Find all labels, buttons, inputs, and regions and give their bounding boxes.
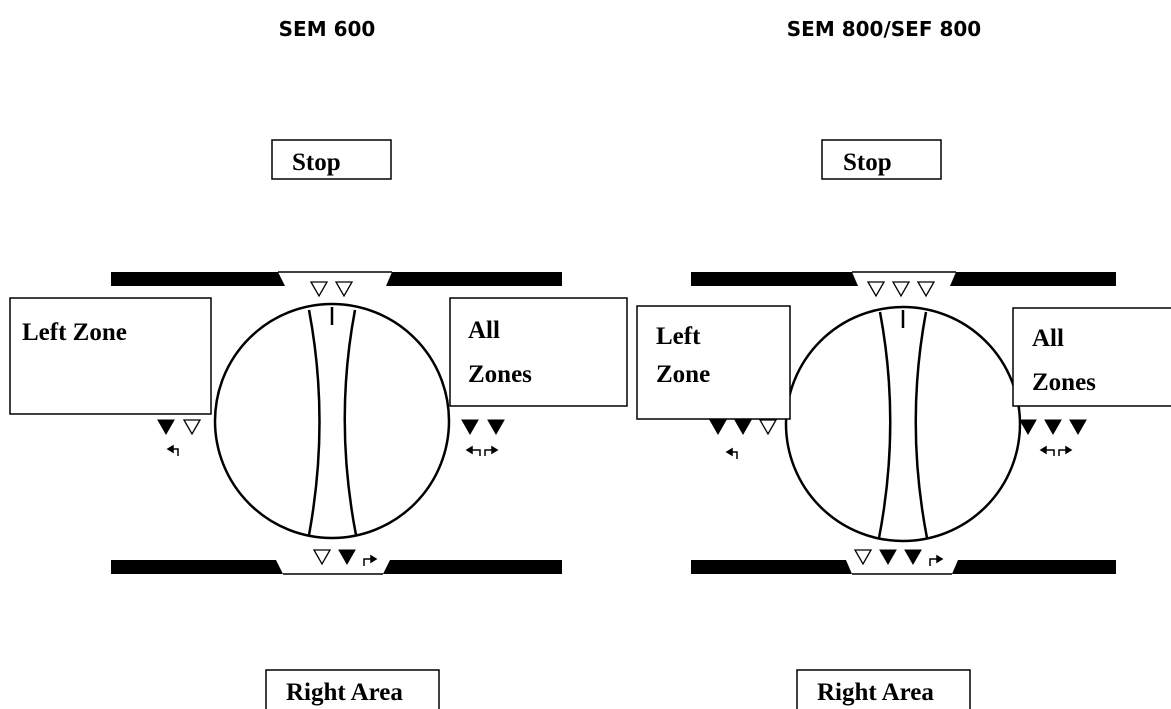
split-arrows-icon	[465, 445, 499, 456]
top-label: Stop	[843, 149, 892, 176]
right-indicator-3	[1069, 419, 1087, 436]
dial-knob-right-edge	[343, 309, 358, 536]
right-indicator-2	[487, 419, 505, 436]
dial-circle	[784, 305, 1022, 543]
bottom-label: Right Area	[817, 679, 934, 706]
dial-circle	[213, 302, 451, 540]
left-indicator-2	[182, 419, 202, 436]
right-indicator-1	[1019, 419, 1037, 436]
dial-knob-right-edge	[914, 311, 929, 539]
dial-knob-left-edge	[877, 311, 892, 539]
dial-knob-left-edge	[307, 309, 321, 536]
top-indicator-3	[916, 281, 936, 298]
top-bar-right	[950, 272, 1116, 286]
left-label: Left Zone	[22, 319, 127, 346]
right-label: All Zones	[1032, 325, 1096, 396]
right-label-box	[1012, 307, 1171, 407]
top-label-box	[271, 139, 392, 180]
left-label-box	[636, 305, 791, 420]
left-indicator-2	[734, 419, 752, 436]
right-indicator-2	[1044, 419, 1062, 436]
panel-sem-800: SEM 800/SEF 800 Stop Left Zone	[636, 17, 1171, 709]
turn-left-arrow-icon	[166, 444, 179, 456]
top-bar-right	[386, 272, 562, 286]
top-indicator-1	[866, 281, 886, 298]
bottom-bar-left	[691, 560, 852, 574]
turn-right-arrow-icon	[363, 554, 378, 566]
selector-dial	[784, 305, 1022, 543]
top-label-box	[821, 139, 942, 180]
bottom-indicator-1	[312, 549, 332, 566]
left-label: Left Zone	[656, 323, 710, 388]
top-indicator-2	[334, 281, 354, 298]
turn-left-arrow-icon	[725, 447, 738, 459]
top-indicator-1	[309, 281, 329, 298]
right-indicator-1	[461, 419, 479, 436]
bottom-indicator-2	[879, 549, 897, 566]
left-indicator-1	[157, 419, 175, 436]
bottom-bar-right	[952, 560, 1116, 574]
split-arrows-icon	[1039, 445, 1073, 456]
bottom-label-box	[265, 669, 440, 709]
bottom-label-box	[796, 669, 971, 709]
top-label: Stop	[292, 149, 341, 176]
bottom-bar-left	[111, 560, 283, 574]
selector-dial	[213, 302, 451, 540]
panel-heading: SEM 600	[279, 17, 376, 41]
panel-sem-600: SEM 600 Stop Left Zone All	[9, 17, 628, 709]
top-indicator-2	[891, 281, 911, 298]
top-bar-left	[691, 272, 858, 286]
turn-right-arrow-icon	[929, 554, 944, 566]
left-indicator-3	[758, 419, 778, 436]
bottom-bar-right	[383, 560, 562, 574]
bottom-indicator-2	[338, 549, 356, 566]
left-label-box	[9, 297, 212, 415]
top-bar-left	[111, 272, 285, 286]
bottom-label: Right Area	[286, 679, 403, 706]
bottom-indicator-3	[904, 549, 922, 566]
right-label: All Zones	[468, 317, 532, 388]
bottom-indicator-1	[853, 549, 873, 566]
panel-heading: SEM 800/SEF 800	[787, 17, 981, 41]
right-label-box	[449, 297, 628, 407]
left-indicator-1	[709, 419, 727, 436]
